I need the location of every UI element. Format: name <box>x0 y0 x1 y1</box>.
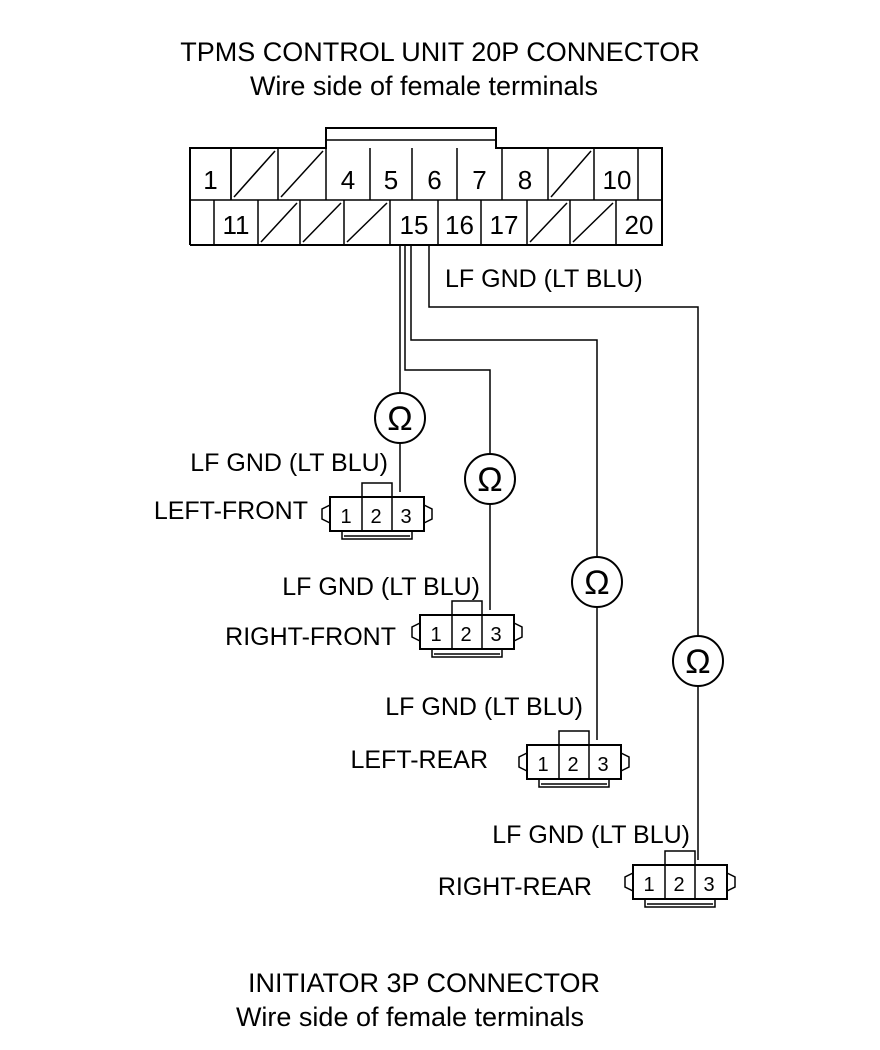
header-title: TPMS CONTROL UNIT 20P CONNECTOR <box>180 37 700 67</box>
bottom_row-cavity-blank <box>572 202 614 243</box>
terminal-5: 5 <box>384 165 398 195</box>
terminal-11: 11 <box>223 210 250 240</box>
header-subtitle: Wire side of female terminals <box>250 71 598 101</box>
initiator-wire-label: LF GND (LT BLU) <box>385 693 583 721</box>
bottom_row-cavity-blank <box>302 202 342 243</box>
terminal-10: 10 <box>603 165 632 195</box>
bottom_row-cavity-blank <box>346 202 388 243</box>
ohmmeter-3: Ω <box>571 556 623 608</box>
ohm-icon: Ω <box>685 643 710 681</box>
initiator-name: LEFT-FRONT <box>154 497 308 525</box>
initiator-wire-label: LF GND (LT BLU) <box>190 449 388 477</box>
pin-1: 1 <box>643 874 654 896</box>
wire-label-lf-gnd: LF GND (LT BLU) <box>445 265 643 293</box>
pin-1: 1 <box>537 754 548 776</box>
footer-subtitle: Wire side of female terminals <box>236 1002 584 1032</box>
pin-3: 3 <box>597 754 608 776</box>
bottom_row-cavity-blank <box>529 202 568 243</box>
terminal-15: 15 <box>400 210 429 240</box>
initiator-name: RIGHT-FRONT <box>225 623 396 651</box>
pin-3: 3 <box>703 874 714 896</box>
bottom_row-cavity-blank <box>260 202 298 243</box>
ohm-icon: Ω <box>477 461 502 499</box>
pin-1: 1 <box>430 624 441 646</box>
ohm-icon: Ω <box>584 564 609 602</box>
initiator-wire-label: LF GND (LT BLU) <box>492 821 690 849</box>
top_row-cavity-blank <box>233 150 276 198</box>
pin-2: 2 <box>673 874 684 896</box>
footer-title: INITIATOR 3P CONNECTOR <box>248 968 600 998</box>
terminal-8: 8 <box>518 165 532 195</box>
terminal-16: 16 <box>445 210 474 240</box>
pin-2: 2 <box>370 506 381 528</box>
pin-3: 3 <box>490 624 501 646</box>
ohmmeter-1: Ω <box>374 392 426 444</box>
terminal-4: 4 <box>341 165 355 195</box>
pin-2: 2 <box>460 624 471 646</box>
terminal-7: 7 <box>472 165 486 195</box>
ohmmeters: Ω Ω Ω Ω <box>374 392 724 687</box>
initiator-name: RIGHT-REAR <box>438 873 592 901</box>
ohmmeter-4: Ω <box>672 635 724 687</box>
pin-1: 1 <box>340 506 351 528</box>
ohm-icon: Ω <box>387 400 412 438</box>
initiator-name: LEFT-REAR <box>350 746 488 774</box>
initiator-wire-label: LF GND (LT BLU) <box>282 573 480 601</box>
terminal-6: 6 <box>427 165 441 195</box>
connector-bottom-row: 11 15 16 17 20 <box>223 200 654 245</box>
ohmmeter-2: Ω <box>464 453 516 505</box>
wires <box>399 245 699 860</box>
terminal-20: 20 <box>625 210 654 240</box>
top_row-cavity-blank <box>550 150 592 198</box>
top_row-cavity-blank <box>280 150 324 198</box>
terminal-1: 1 <box>203 165 217 195</box>
terminal-17: 17 <box>490 210 519 240</box>
pin-2: 2 <box>567 754 578 776</box>
pin-3: 3 <box>400 506 411 528</box>
